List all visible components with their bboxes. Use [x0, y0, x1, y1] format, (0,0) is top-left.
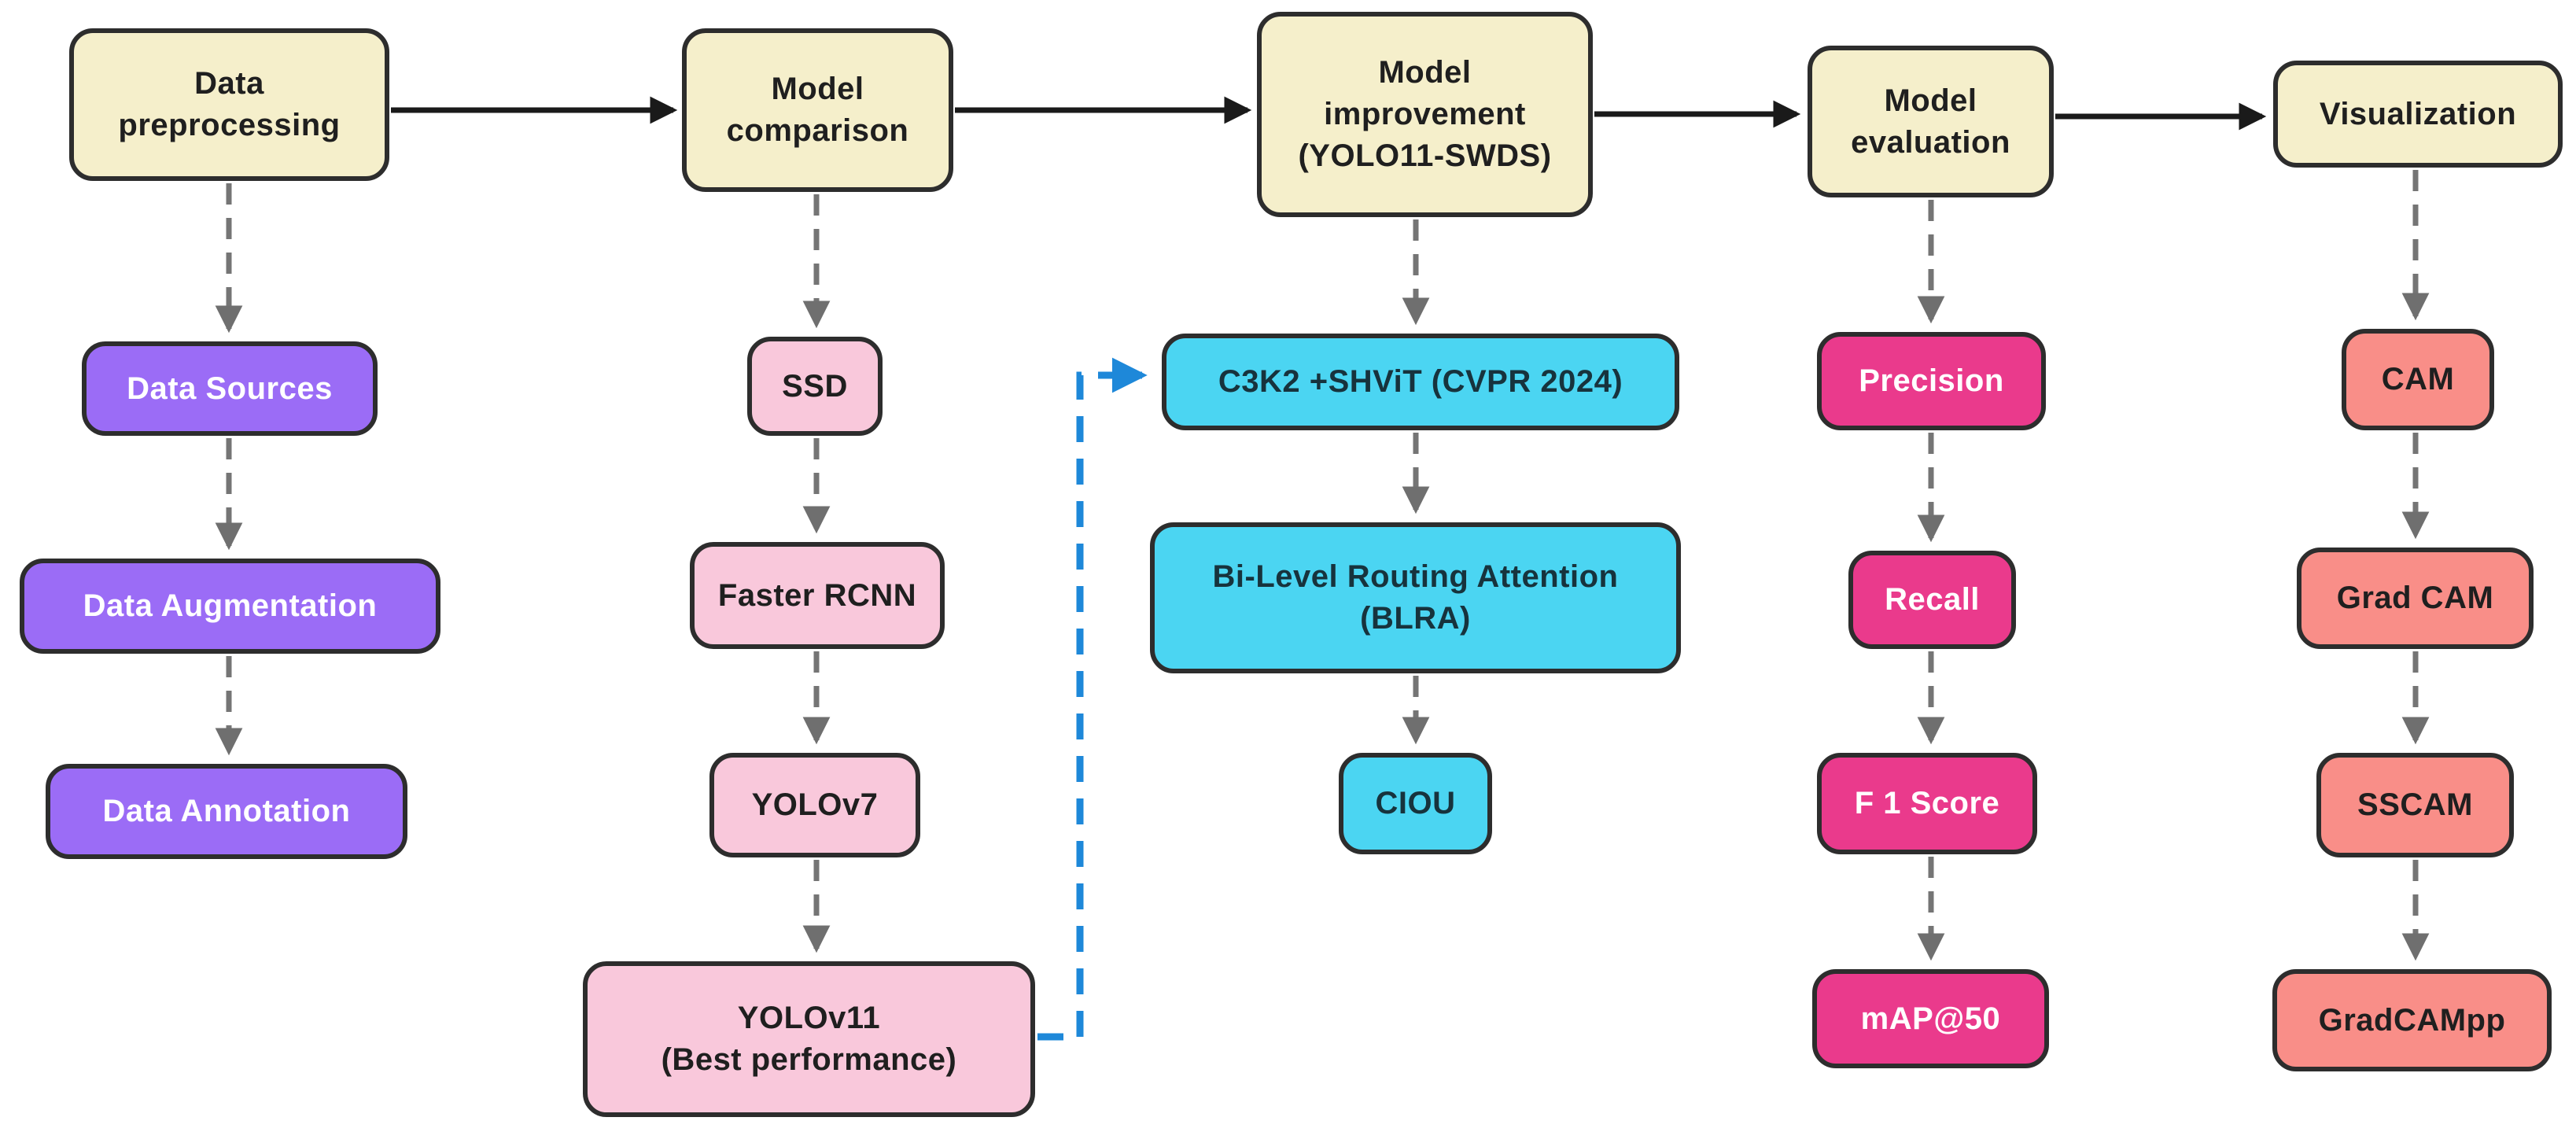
node-data-sources: Data Sources [82, 341, 378, 436]
node-data-annotation: Data Annotation [46, 764, 407, 859]
node-yolov11-best-performance: YOLOv11 (Best performance) [583, 961, 1035, 1117]
node-yolov7: YOLOv7 [709, 753, 920, 857]
node-f1-score: F 1 Score [1817, 753, 2037, 854]
node-stage-data-preprocessing: Data preprocessing [69, 28, 389, 181]
node-cam: CAM [2342, 329, 2494, 430]
node-precision: Precision [1817, 332, 2046, 430]
node-gradcampp: GradCAMpp [2272, 969, 2552, 1071]
node-ciou: CIOU [1339, 753, 1492, 854]
node-recall: Recall [1848, 551, 2016, 649]
node-stage-model-improvement: Model improvement (YOLO11-SWDS) [1257, 12, 1593, 217]
node-bi-level-routing-attention: Bi-Level Routing Attention (BLRA) [1150, 522, 1681, 673]
node-stage-visualization: Visualization [2273, 61, 2563, 168]
node-ssd: SSD [747, 337, 883, 436]
node-faster-rcnn: Faster RCNN [690, 542, 945, 649]
node-c3k2-shvit: C3K2 +SHViT (CVPR 2024) [1162, 334, 1679, 430]
node-stage-model-comparison: Model comparison [682, 28, 953, 192]
feedback-arrow-yolov11-to-c3k2 [1037, 357, 1148, 1041]
node-grad-cam: Grad CAM [2297, 548, 2534, 649]
node-data-augmentation: Data Augmentation [20, 559, 440, 654]
node-map50: mAP@50 [1812, 969, 2049, 1068]
node-sscam: SSCAM [2316, 753, 2514, 857]
node-stage-model-evaluation: Model evaluation [1808, 46, 2054, 197]
